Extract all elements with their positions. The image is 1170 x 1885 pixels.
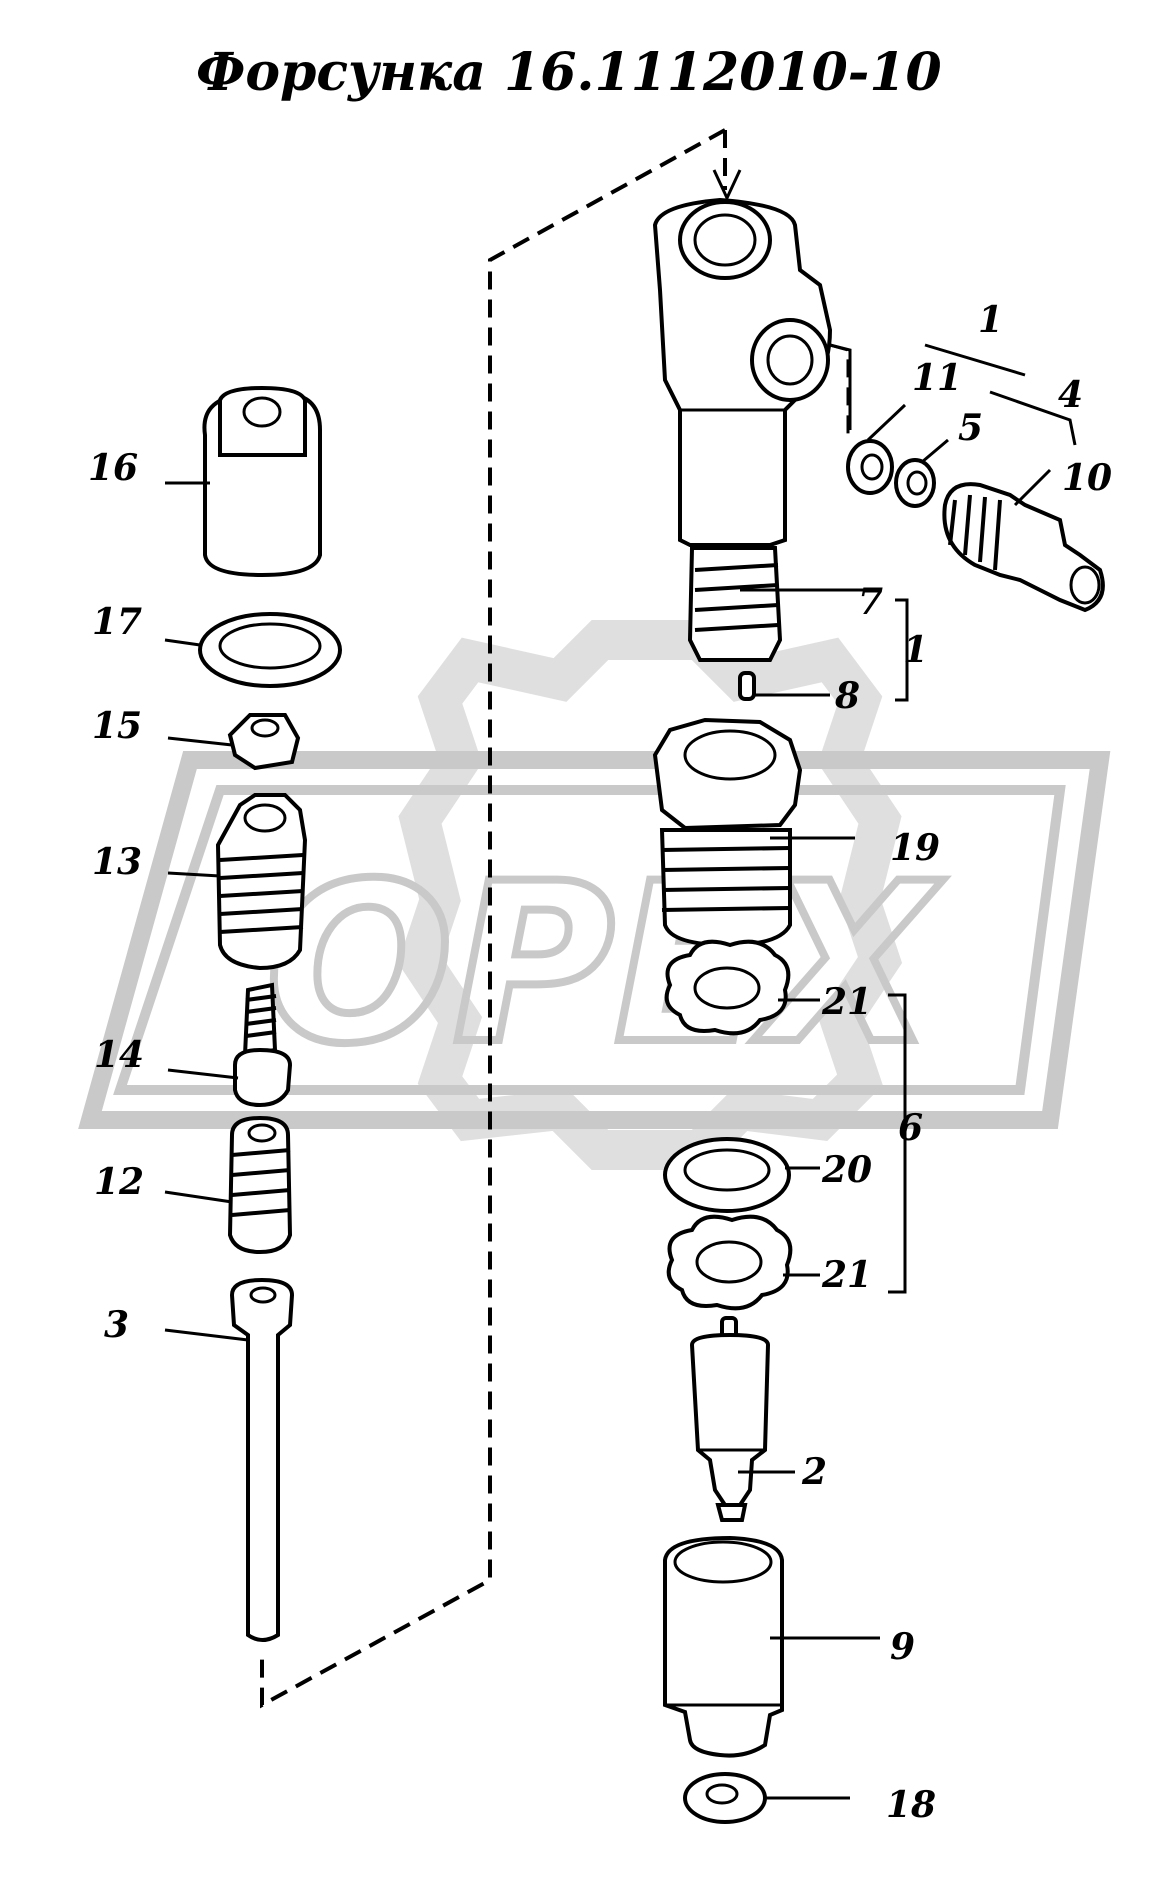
label-part-21-top: 21 bbox=[822, 981, 873, 1023]
nozzle-nut-part-19 bbox=[652, 717, 803, 948]
label-part-18: 18 bbox=[886, 1784, 937, 1826]
label-part-19: 19 bbox=[890, 827, 941, 869]
label-part-4: 4 bbox=[1058, 374, 1084, 416]
label-part-11: 11 bbox=[912, 357, 963, 399]
leader-lines bbox=[164, 343, 1077, 1800]
label-part-7: 7 bbox=[858, 581, 884, 623]
spring-part-12 bbox=[227, 1115, 293, 1255]
arrow-down-icon bbox=[712, 169, 742, 202]
watermark-text: OPEX bbox=[266, 836, 944, 1092]
assembly-dashed-line bbox=[260, 128, 727, 1709]
label-part-5: 5 bbox=[958, 407, 984, 449]
label-part-3: 3 bbox=[104, 1304, 130, 1346]
pin-part-8 bbox=[738, 671, 756, 701]
label-part-10: 10 bbox=[1062, 457, 1113, 499]
label-part-17: 17 bbox=[92, 601, 143, 643]
label-part-8: 8 bbox=[835, 675, 861, 717]
label-part-21-bottom: 21 bbox=[822, 1254, 873, 1296]
label-part-15: 15 bbox=[92, 705, 143, 747]
wave-washer-part-21-bottom bbox=[666, 1214, 793, 1311]
push-rod-part-3 bbox=[229, 1277, 295, 1642]
adjusting-screw-part-13 bbox=[215, 793, 308, 971]
label-part-1-side: 1 bbox=[903, 629, 929, 671]
spring-seat-part-14 bbox=[233, 982, 293, 1108]
washer-part-18 bbox=[683, 1772, 767, 1824]
washer-part-11 bbox=[846, 439, 894, 495]
atomizer-part-2 bbox=[689, 1316, 771, 1522]
cap-part-16 bbox=[202, 385, 322, 578]
label-part-13: 13 bbox=[92, 841, 143, 883]
label-part-14: 14 bbox=[94, 1034, 145, 1076]
inlet-fitting-part-10 bbox=[942, 482, 1105, 613]
injector-body bbox=[652, 197, 833, 662]
ring-part-20 bbox=[663, 1137, 791, 1213]
washer-part-5 bbox=[894, 458, 936, 508]
nozzle-cap-nut-part-9 bbox=[663, 1535, 784, 1758]
label-part-6: 6 bbox=[898, 1107, 924, 1149]
label-part-20: 20 bbox=[822, 1149, 873, 1191]
gasket-ring-part-17 bbox=[198, 612, 342, 688]
label-part-1-top: 1 bbox=[978, 299, 1004, 341]
diagram-title: Форсунка 16.1112010-10 bbox=[196, 42, 942, 103]
wave-washer-part-21-top bbox=[664, 939, 791, 1036]
label-part-12: 12 bbox=[94, 1161, 145, 1203]
label-part-2: 2 bbox=[802, 1451, 828, 1493]
nut-part-15 bbox=[227, 713, 301, 771]
label-part-9: 9 bbox=[890, 1626, 916, 1668]
label-part-16: 16 bbox=[88, 447, 139, 489]
